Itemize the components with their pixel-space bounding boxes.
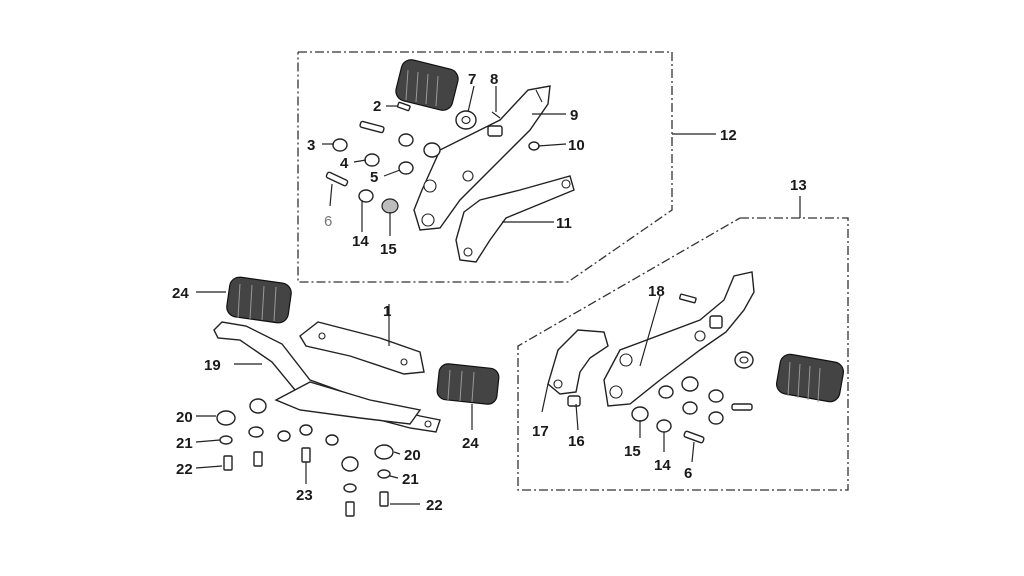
callout-6-upper: 6 (324, 213, 332, 230)
callout-23: 23 (296, 487, 313, 504)
callout-4: 4 (340, 155, 349, 172)
callout-20-left: 20 (176, 409, 193, 426)
callout-5: 5 (370, 169, 378, 186)
upper-plate-11 (455, 175, 575, 263)
callout-15-upper: 15 (380, 241, 397, 258)
callout-16: 16 (568, 433, 585, 450)
upper-footpeg (395, 59, 459, 111)
upper-washer-7 (455, 110, 477, 130)
callout-22-right: 22 (426, 497, 443, 514)
left-footpeg (226, 276, 292, 324)
right-assembly-box (517, 217, 849, 491)
callout-15-right: 15 (624, 443, 641, 460)
callout-24-right: 24 (462, 435, 479, 452)
callout-19: 19 (204, 357, 221, 374)
callout-18: 18 (648, 283, 665, 300)
right-footpeg (775, 353, 845, 403)
callout-11: 11 (556, 215, 572, 232)
upper-pin-8 (491, 111, 501, 119)
leader-lines (195, 85, 801, 505)
callout-1: 1 (383, 303, 391, 320)
callout-labels: 1 2 3 4 5 6 7 8 9 10 11 12 13 14 15 16 1… (172, 71, 807, 514)
callout-22-left: 22 (176, 461, 193, 478)
callout-17: 17 (532, 423, 549, 440)
callout-2: 2 (373, 98, 381, 115)
callout-7: 7 (468, 71, 476, 88)
lower-small-hardware (216, 398, 394, 517)
callout-8: 8 (490, 71, 498, 88)
callout-6-right: 6 (684, 465, 692, 482)
callout-10: 10 (568, 137, 585, 154)
bar-19 (213, 321, 441, 433)
upper-bracket-9 (413, 85, 551, 231)
callout-24-left: 24 (172, 285, 189, 302)
callout-9: 9 (570, 107, 578, 124)
callout-14-upper: 14 (352, 233, 369, 250)
upper-assembly-box (297, 51, 673, 283)
callout-12: 12 (720, 127, 737, 144)
callout-20-right: 20 (404, 447, 421, 464)
right-bracket-17 (547, 329, 609, 395)
right-small-hardware (567, 293, 754, 444)
right-bracket-18 (603, 271, 755, 407)
center-footpeg (436, 363, 500, 405)
callout-14-right: 14 (654, 457, 671, 474)
bracket-1 (274, 321, 425, 425)
callout-3: 3 (307, 137, 315, 154)
upper-small-hardware (325, 101, 540, 214)
callout-21-left: 21 (176, 435, 193, 452)
callout-13: 13 (790, 177, 807, 194)
callout-21-right: 21 (402, 471, 419, 488)
